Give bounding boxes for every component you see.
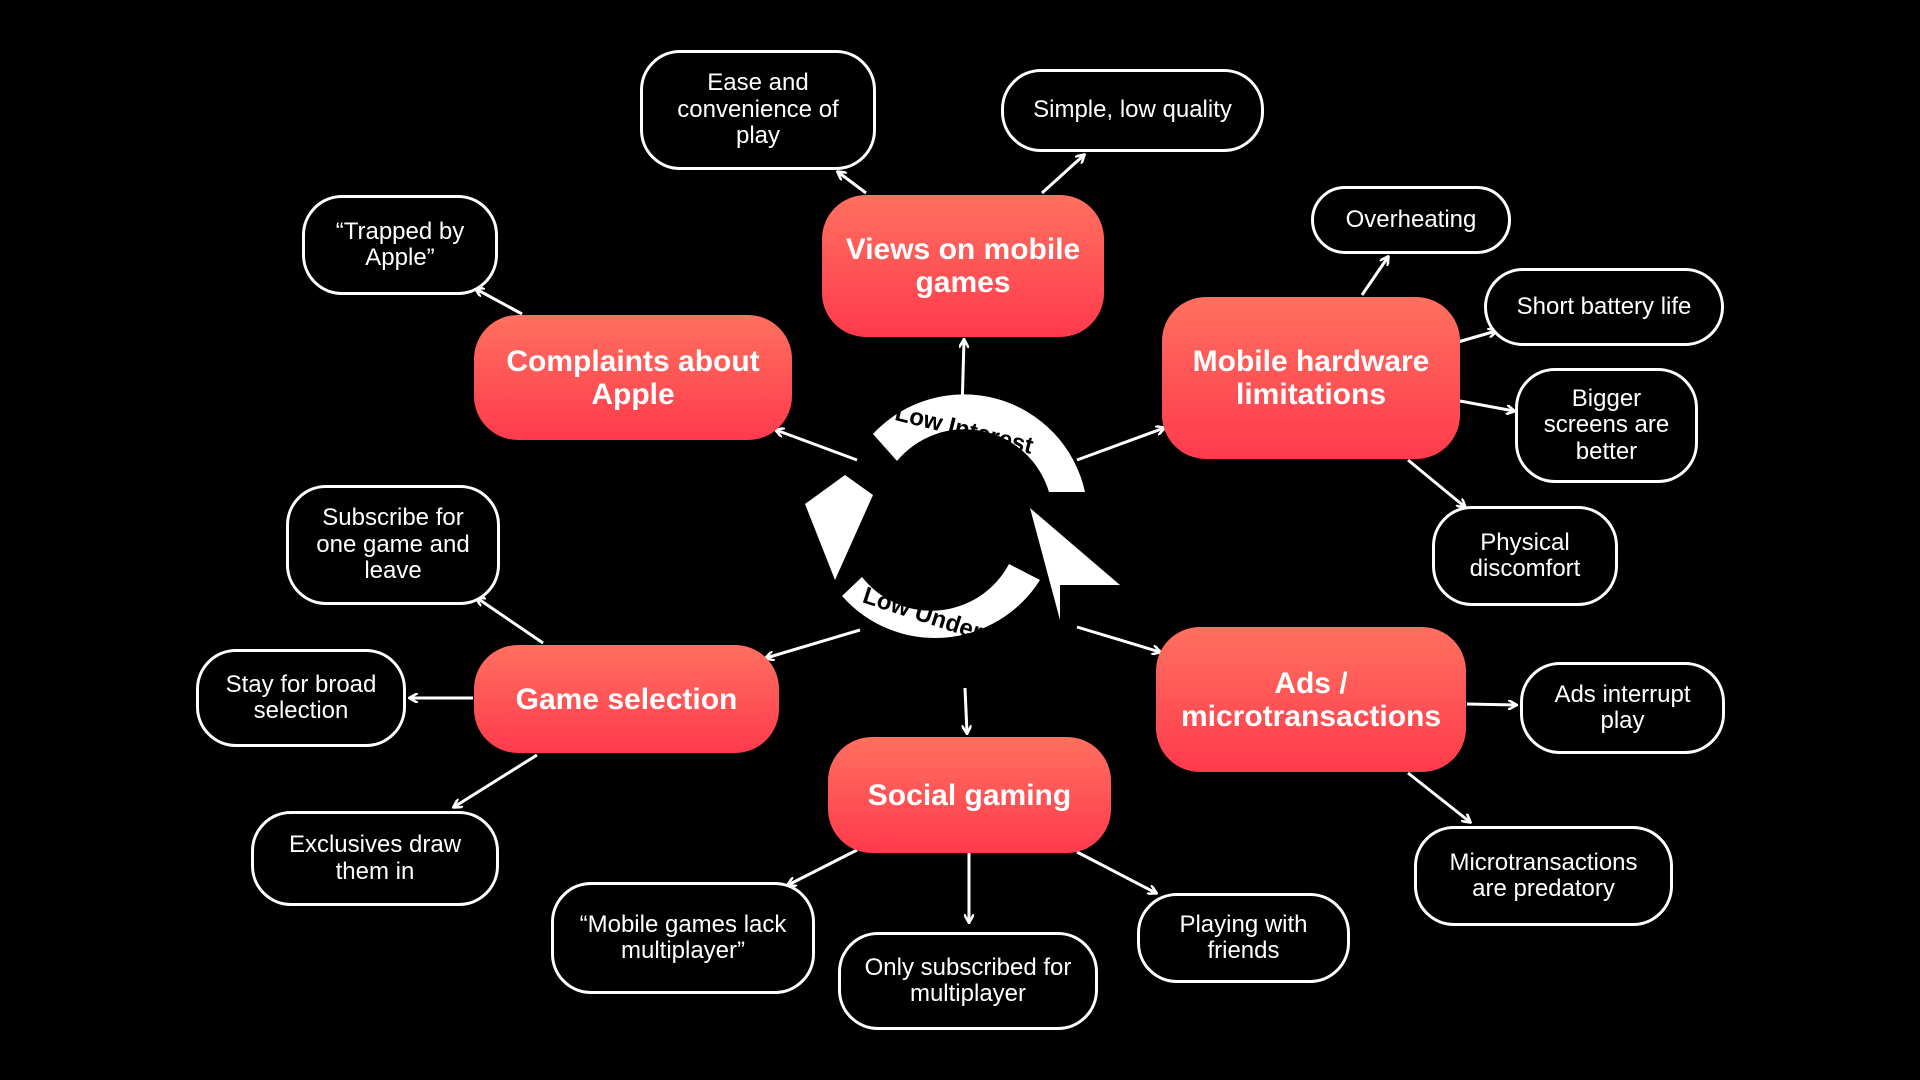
- leaf-ease-and-convenience: Ease and convenience of play: [640, 50, 876, 170]
- leaf-exclusives-draw-them-in: Exclusives draw them in: [251, 811, 499, 906]
- connector-friends: [1076, 850, 1156, 893]
- connector-ads: [1076, 625, 1160, 652]
- leaf-ads-interrupt-play: Ads interrupt play: [1520, 662, 1725, 754]
- theme-complaints-about-apple: Complaints about Apple: [474, 315, 792, 440]
- connector-trapped: [476, 289, 523, 316]
- cycle-arrow-bottom-icon: [842, 564, 1040, 639]
- theme-social-gaming: Social gaming: [828, 737, 1111, 853]
- connector-battery: [1457, 331, 1496, 344]
- leaf-overheating: Overheating: [1311, 186, 1511, 254]
- connector-discomfort: [1407, 458, 1465, 507]
- connector-social: [965, 687, 967, 733]
- connector-exclusives: [454, 753, 538, 807]
- connector-views: [962, 340, 964, 411]
- cycle-arrow-top-icon: [873, 394, 1085, 492]
- connector-hardware: [1076, 428, 1164, 462]
- theme-mobile-hardware-limitations: Mobile hardware limitations: [1162, 297, 1460, 459]
- cycle-arrowhead-bottom-icon: [1030, 508, 1120, 620]
- connector-apple: [776, 430, 858, 462]
- leaf-short-battery-life: Short battery life: [1484, 268, 1724, 346]
- leaf-only-subscribed-for-multiplayer: Only subscribed for multiplayer: [838, 932, 1098, 1030]
- theme-views-on-mobile-games: Views on mobile games: [822, 195, 1104, 337]
- leaf-simple-low-quality: Simple, low quality: [1001, 69, 1264, 152]
- leaf-subscribe-for-one-game: Subscribe for one game and leave: [286, 485, 500, 605]
- connector-ease: [838, 172, 867, 195]
- leaf-bigger-screens: Bigger screens are better: [1515, 368, 1698, 483]
- connector-lack-mp: [788, 848, 858, 885]
- connector-interrupt: [1466, 704, 1516, 705]
- connector-screens: [1459, 399, 1514, 411]
- leaf-mobile-games-lack-multiplayer: “Mobile games lack multiplayer”: [551, 882, 815, 994]
- connector-predatory: [1407, 771, 1470, 822]
- leaf-physical-discomfort: Physical discomfort: [1432, 506, 1618, 606]
- theme-ads-microtransactions: Ads / microtransactions: [1156, 627, 1466, 772]
- connector-selection: [766, 628, 861, 658]
- connector-simple: [1040, 155, 1084, 195]
- leaf-microtransactions-predatory: Microtransactions are predatory: [1414, 826, 1673, 926]
- connector-overheating: [1360, 257, 1388, 296]
- leaf-playing-with-friends: Playing with friends: [1137, 893, 1350, 983]
- cycle-arrowhead-top-icon: [805, 475, 873, 580]
- leaf-trapped-by-apple: “Trapped by Apple”: [302, 195, 498, 295]
- leaf-stay-for-broad-selection: Stay for broad selection: [196, 649, 406, 747]
- connector-subscribe: [477, 598, 544, 645]
- theme-game-selection: Game selection: [474, 645, 779, 753]
